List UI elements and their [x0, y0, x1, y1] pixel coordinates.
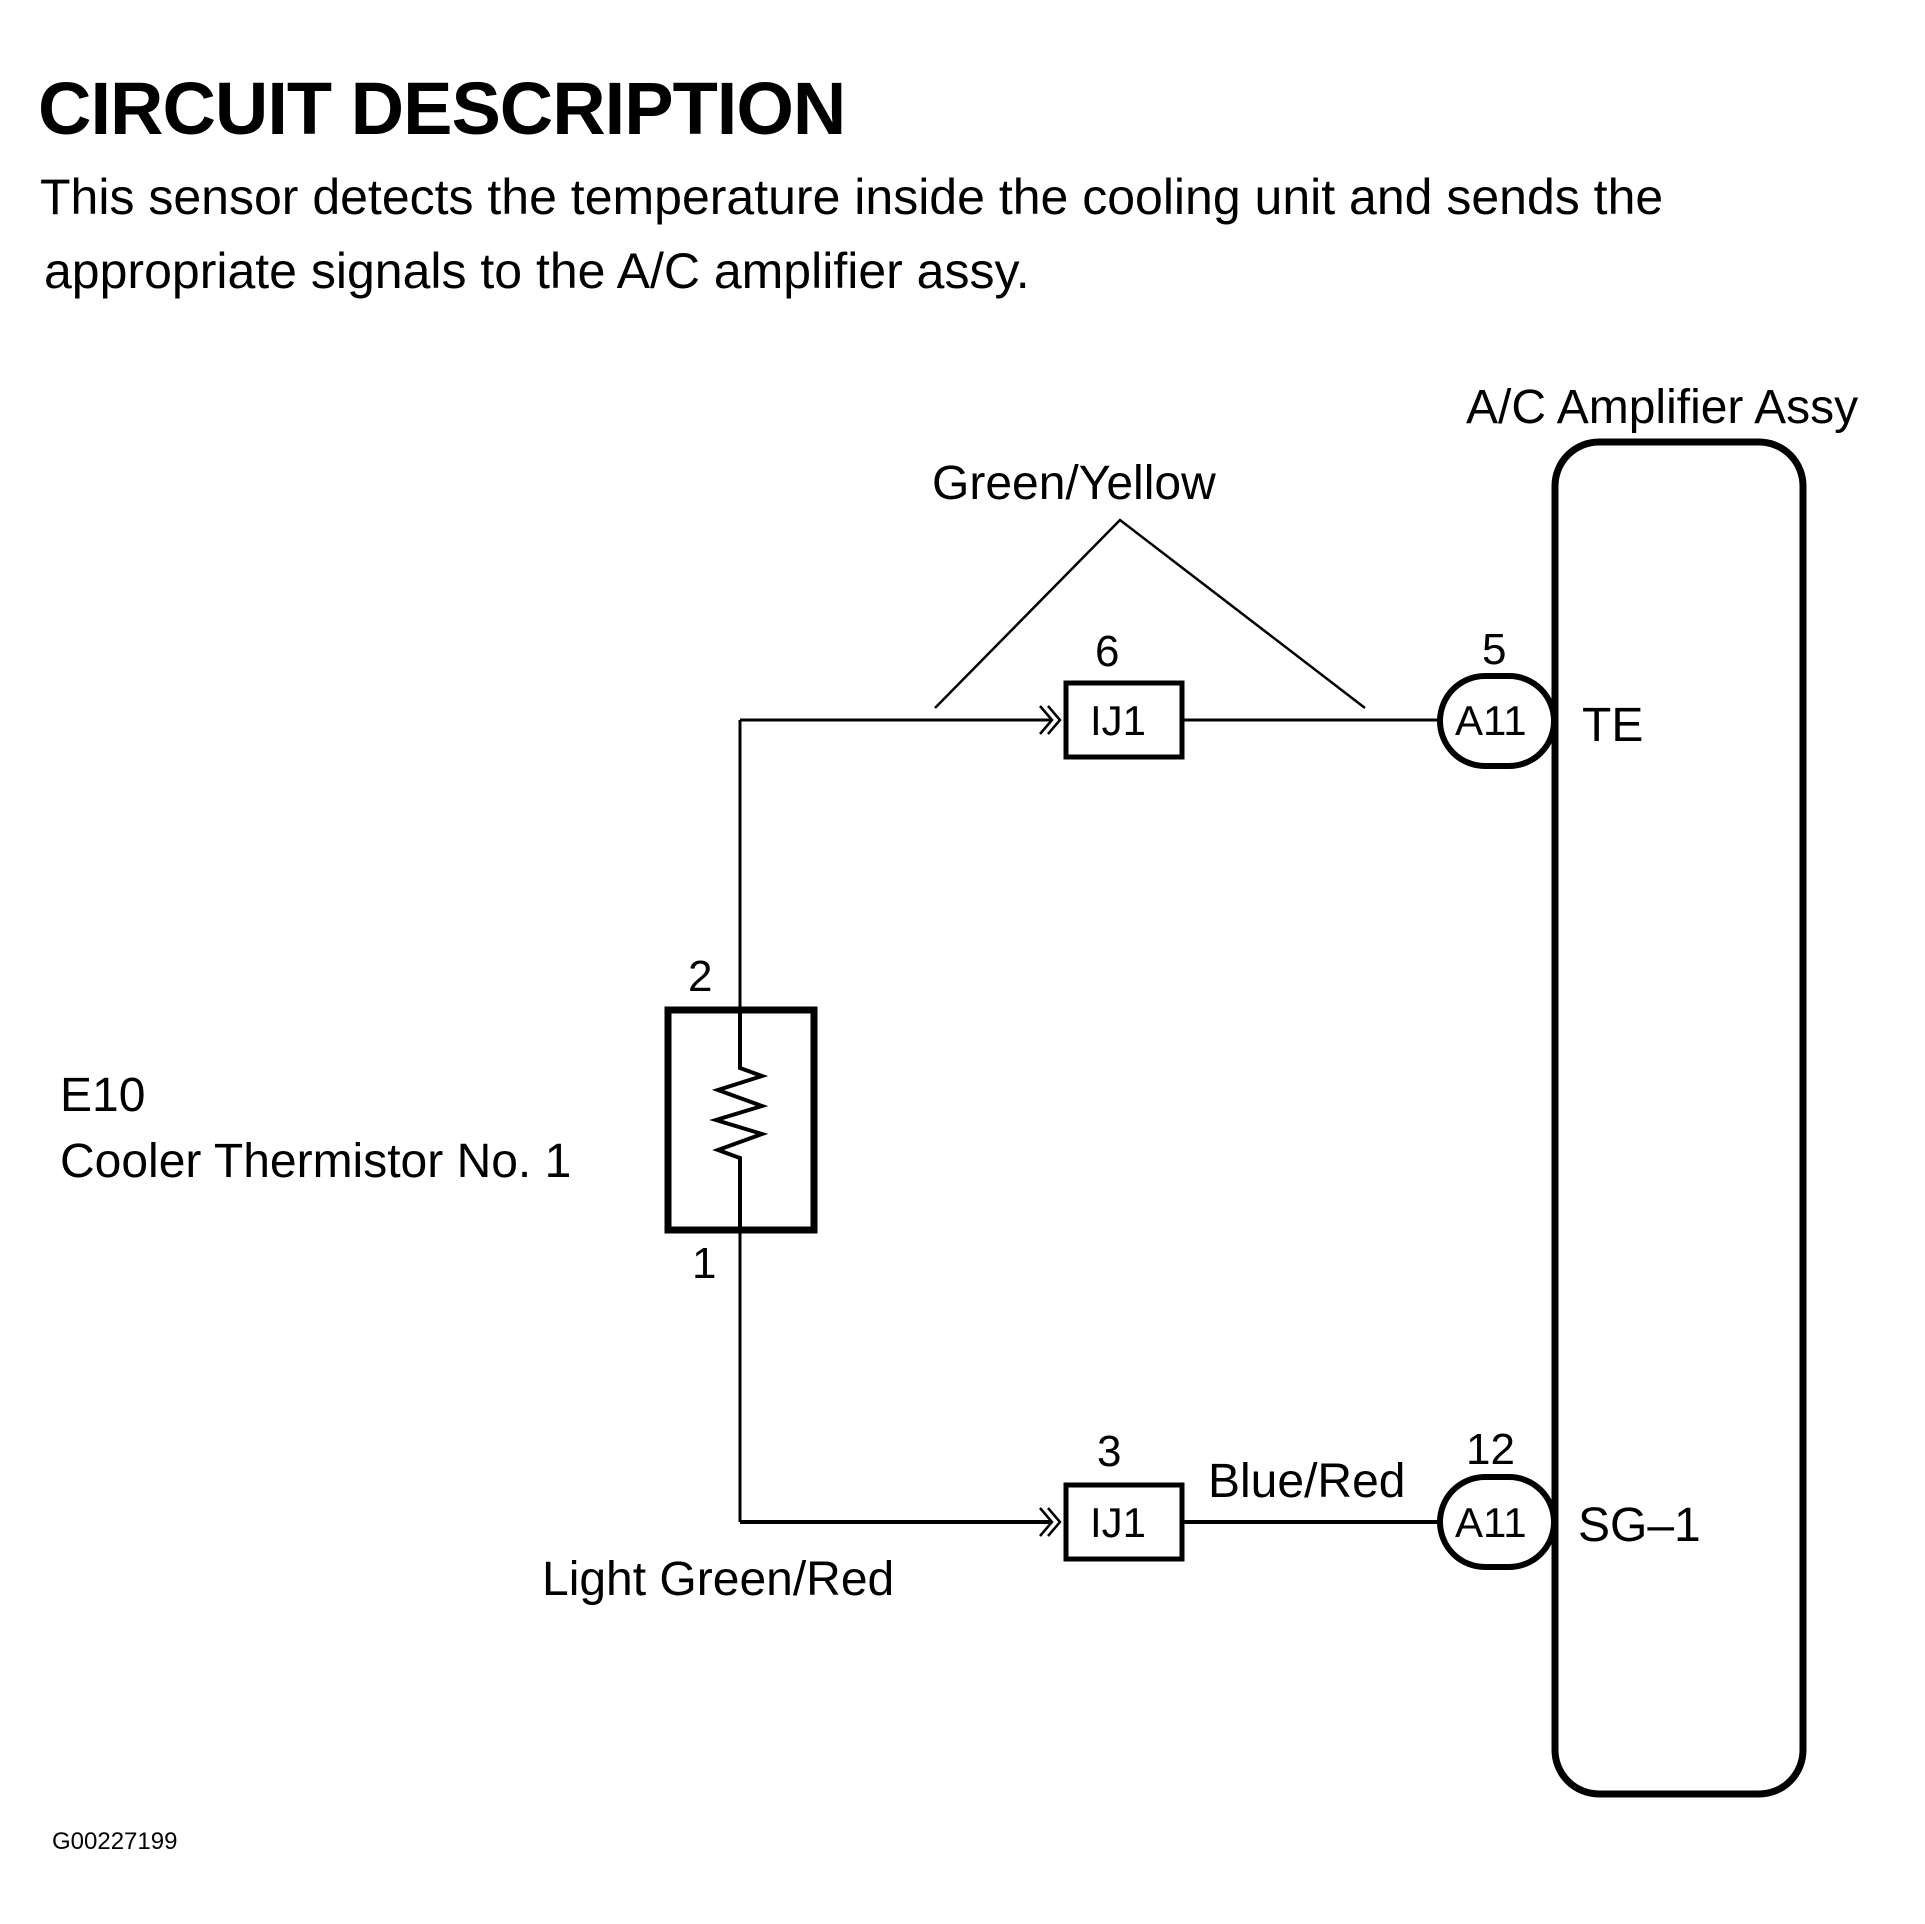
connector-top-label: A11 — [1455, 697, 1527, 744]
connector-bottom-pin: 12 — [1466, 1425, 1515, 1474]
connector-top-pin: 5 — [1482, 625, 1507, 674]
figure-id: G00227199 — [52, 1828, 178, 1855]
junction-top-box — [1063, 680, 1185, 760]
sensor-name: Cooler Thermistor No. 1 — [60, 1135, 572, 1188]
wire-color-bottom-left: Light Green/Red — [542, 1553, 895, 1606]
junction-top-arrow-icon — [1039, 705, 1062, 735]
connector-bottom-label: A11 — [1455, 1499, 1527, 1546]
resistor-zigzag-icon — [709, 1010, 769, 1230]
wire-color-bottom-right: Blue/Red — [1208, 1455, 1406, 1508]
sensor-code: E10 — [60, 1069, 146, 1122]
terminal-te: TE — [1582, 699, 1644, 752]
description-line-1: This sensor detects the temperature insi… — [40, 169, 1664, 225]
junction-bottom-label: IJ1 — [1090, 1499, 1147, 1546]
amplifier-box — [1551, 438, 1807, 1798]
connector-bottom-oval — [1437, 1474, 1557, 1570]
amplifier-label: A/C Amplifier Assy — [1466, 381, 1859, 434]
wire-color-callout — [934, 518, 1366, 709]
connector-top-oval — [1437, 673, 1557, 769]
terminal-sg1: SG–1 — [1578, 1499, 1701, 1552]
sensor-pin-bottom: 1 — [692, 1239, 717, 1288]
section-title: CIRCUIT DESCRIPTION — [38, 67, 846, 150]
description-line-2: appropriate signals to the A/C amplifier… — [44, 243, 1030, 299]
junction-bottom-arrow-icon — [1039, 1507, 1062, 1537]
sensor-pin-top: 2 — [688, 952, 713, 1001]
junction-top-pin: 6 — [1095, 627, 1120, 676]
junction-top-label: IJ1 — [1090, 697, 1147, 744]
junction-bottom-pin: 3 — [1097, 1427, 1122, 1476]
wire-color-top: Green/Yellow — [932, 457, 1216, 510]
junction-bottom-box — [1063, 1482, 1185, 1562]
